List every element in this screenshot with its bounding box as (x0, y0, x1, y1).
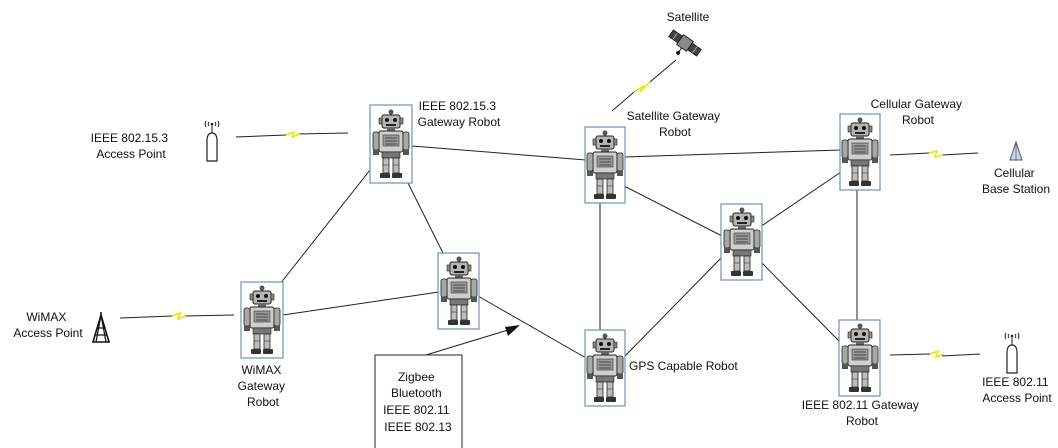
wireless-link-802153 (235, 130, 349, 139)
link-802153-satellite (411, 145, 587, 161)
access-point-icon (1004, 332, 1020, 374)
robot-cellular-gateway (839, 113, 881, 191)
robot-mid (437, 252, 480, 330)
lightning-bolt-icon (171, 311, 187, 321)
wireless-link-satellite (611, 59, 677, 112)
link-802153-wimax (279, 169, 371, 285)
label-802153-gateway-robot: IEEE 802.15.3 Gateway Robot (418, 99, 501, 129)
label-satellite: Satellite (667, 10, 710, 24)
arrow-head-icon (505, 325, 520, 336)
link-center-80211 (759, 260, 841, 343)
cellular-antenna-icon (1009, 140, 1023, 161)
robot-80211-gateway (838, 319, 881, 397)
link-center-cellular (759, 171, 842, 228)
robot-center (720, 203, 763, 281)
lightning-bolt-icon (929, 349, 945, 359)
robot-labels: IEEE 802.15.3 Gateway Robot WiMAX Gatewa… (238, 97, 966, 428)
robot-gps-capable (584, 329, 626, 407)
label-cellular-gateway-robot: Cellular Gateway Robot (871, 97, 966, 127)
label-gps-capable-robot: GPS Capable Robot (629, 359, 738, 373)
robot-satellite-gateway (584, 126, 626, 204)
link-wimax-mid (282, 291, 440, 316)
link-satellite-center (623, 185, 723, 237)
protocol-box-text: Zigbee Bluetooth IEEE 802.11 IEEE 802.13 (383, 370, 453, 434)
satellite-icon (668, 29, 702, 57)
wireless-link-cellular (889, 149, 979, 159)
wireless-link-wimax (119, 311, 235, 321)
link-802153-mid (407, 182, 445, 256)
wireless-link-80211 (889, 349, 981, 359)
label-80211-gateway-robot: IEEE 802.11 Gateway Robot (802, 398, 923, 428)
lightning-bolt-icon (633, 81, 651, 93)
link-center-gps (623, 254, 725, 358)
label-802153-access-point: IEEE 802.15.3 Access Point (91, 131, 172, 161)
label-wimax-access-point: WiMAX Access Point (13, 310, 83, 340)
link-satellite-cellular (623, 149, 842, 158)
link-mid-gps (477, 295, 587, 359)
label-wimax-gateway-robot: WiMAX Gateway Robot (238, 363, 289, 409)
lightning-bolt-icon (285, 130, 301, 139)
robot-wimax-gateway (240, 281, 284, 359)
protocol-box (374, 354, 463, 448)
endpoint-labels: IEEE 802.15.3 Access Point WiMAX Access … (13, 10, 1052, 405)
robot-links (279, 145, 858, 359)
wimax-tower-icon (91, 312, 111, 343)
label-cellular-base-station: Cellular Base Station (982, 166, 1050, 196)
wireless-links (119, 59, 981, 359)
label-satellite-gateway-robot: Satellite Gateway Robot (627, 109, 724, 139)
robot-802153-gateway (369, 104, 413, 184)
lightning-bolt-icon (928, 149, 944, 159)
access-point-icon (204, 120, 220, 162)
protocol-arrow (425, 325, 520, 356)
label-80211-access-point: IEEE 802.11 Access Point (982, 375, 1052, 405)
